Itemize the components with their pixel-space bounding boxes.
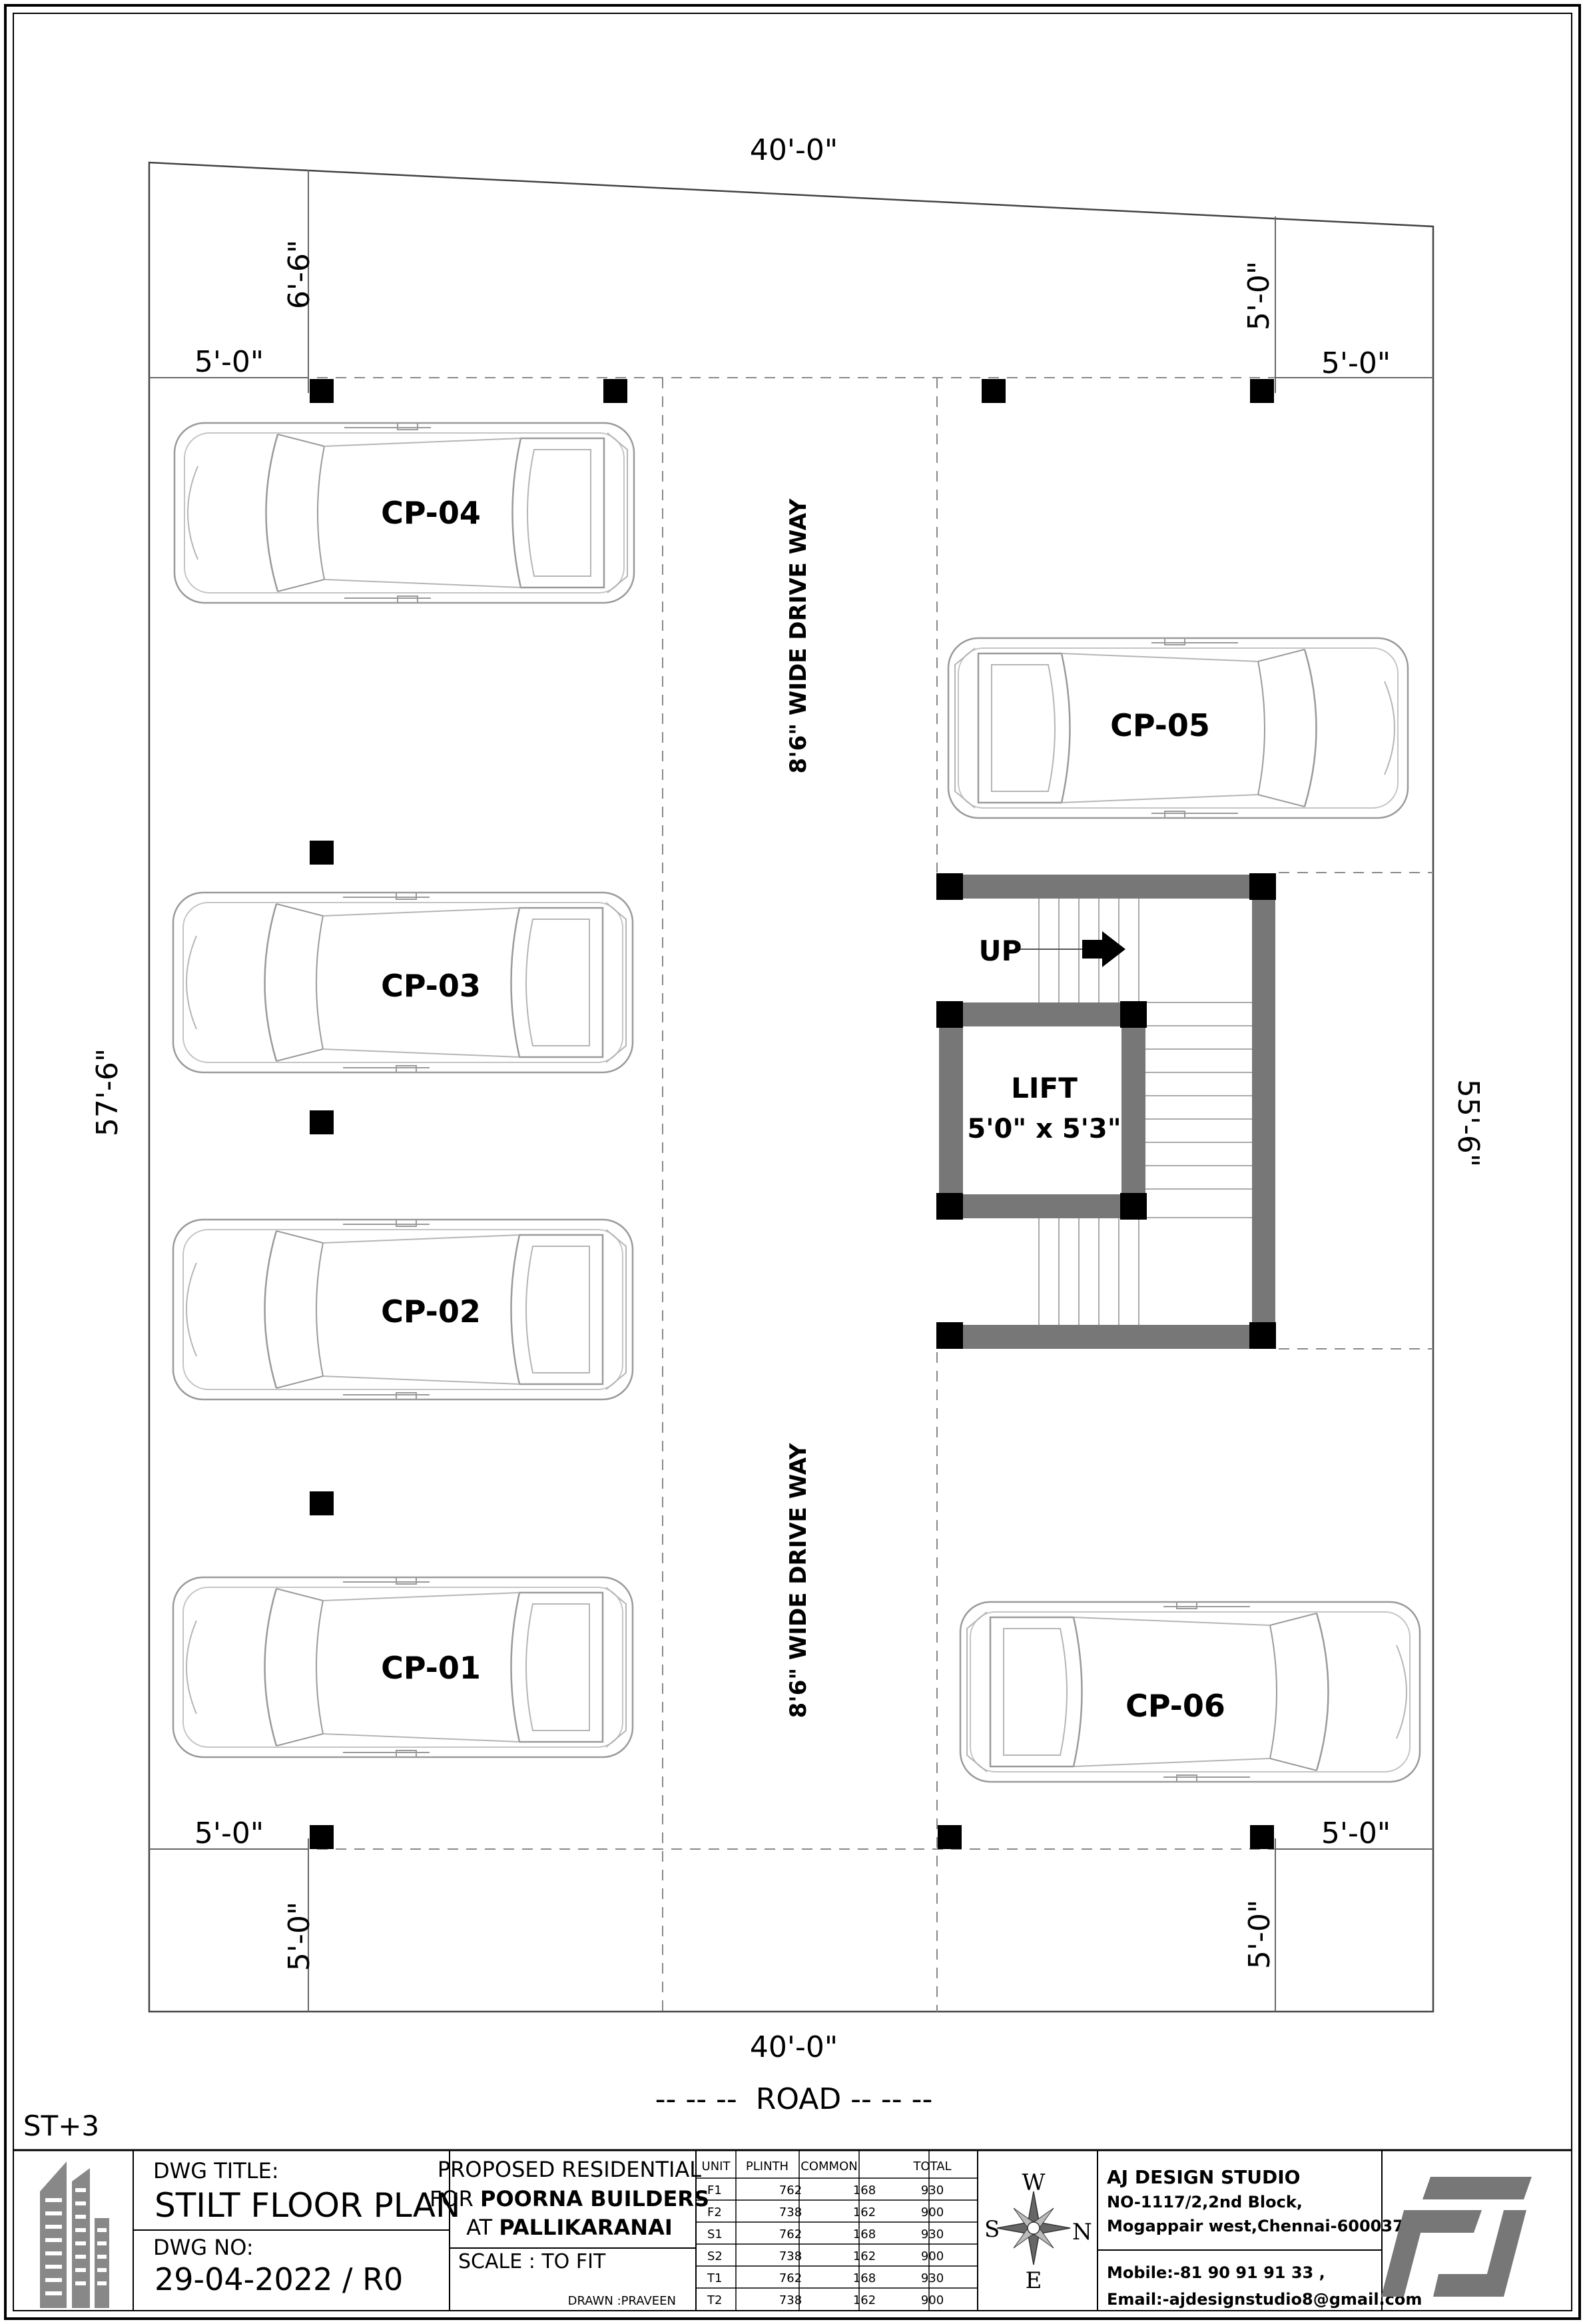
dim-right-bottom: 5'-0": [1321, 1816, 1391, 1850]
compass-n: N: [1072, 2219, 1092, 2245]
area-cell: S1: [707, 2227, 723, 2241]
project-line3: AT PALLIKARANAI: [466, 2215, 673, 2240]
compass-icon: [996, 2191, 1071, 2265]
area-cell: 168: [853, 2183, 876, 2197]
area-table: UNIT PLINTH COMMON TOTAL F1 762 168 930 …: [696, 2150, 978, 2311]
parking-label-cp01: CP-01: [381, 1650, 481, 1686]
compass-e: E: [1026, 2267, 1042, 2294]
lift-size-label: 5'0" x 5'3": [967, 1114, 1121, 1144]
project-client: POORNA BUILDERS: [480, 2186, 709, 2211]
stair-up-label: UP: [979, 935, 1022, 967]
compass-w: W: [1022, 2169, 1046, 2196]
area-cell: F2: [707, 2205, 722, 2219]
dwg-no-label: DWG NO:: [153, 2235, 254, 2260]
lift-label: LIFT: [1011, 1072, 1078, 1104]
parking-label-cp04: CP-04: [381, 495, 481, 531]
setback-lines: [149, 377, 1433, 2012]
area-cell: 930: [921, 2227, 944, 2241]
lift-shaft: [963, 1026, 1121, 1194]
dim-top-right-setback: 5'-0": [1242, 261, 1276, 330]
area-cell: 162: [853, 2249, 876, 2263]
area-table-header-plinth: PLINTH: [746, 2159, 789, 2173]
area-cell: 762: [779, 2227, 802, 2241]
inner-border: [13, 13, 1572, 2311]
dim-right-top: 5'-0": [1321, 346, 1391, 380]
area-cell: 762: [779, 2183, 802, 2197]
studio-email: Email:-ajdesignstudio8@gmail.com: [1107, 2290, 1422, 2309]
area-table-header-common: COMMON: [800, 2159, 857, 2173]
parking-label-cp05: CP-05: [1110, 707, 1210, 743]
area-cell: 900: [921, 2293, 944, 2307]
dim-bottom-width: 40'-0": [750, 2030, 838, 2064]
dim-top-left-setback: 6'-6": [282, 240, 316, 309]
project-line1: PROPOSED RESIDENTIAL: [438, 2157, 701, 2182]
title-block: DWG TITLE: STILT FLOOR PLAN DWG NO: 29-0…: [13, 2149, 1572, 2311]
area-cell: T1: [707, 2271, 722, 2285]
area-cell: 900: [921, 2205, 944, 2219]
project-location: PALLIKARANAI: [499, 2215, 672, 2240]
scale-label: SCALE : TO FIT: [458, 2250, 606, 2273]
dimension-lines: [149, 170, 1433, 2012]
studio-addr1: NO-1117/2,2nd Block,: [1107, 2193, 1303, 2211]
dim-left-depth: 57'-6": [91, 1048, 125, 1136]
outer-border: [4, 4, 1581, 2320]
area-cell: 738: [779, 2293, 802, 2307]
dim-left-top: 5'-0": [194, 345, 264, 379]
site-boundary: [148, 161, 1434, 2013]
area-table-header-total: TOTAL: [912, 2159, 951, 2173]
aj-design-studio-logo: [1381, 2177, 1532, 2297]
compass-s: S: [984, 2216, 1000, 2243]
dwg-title-label: DWG TITLE:: [153, 2158, 279, 2183]
driveway-label-top: 8'6" WIDE DRIVE WAY: [785, 498, 812, 773]
dim-bottom-left-setback: 5'-0": [282, 1902, 316, 1971]
dim-right-depth: 55'-6": [1451, 1079, 1485, 1167]
area-cell: 162: [853, 2293, 876, 2307]
area-cell: S2: [707, 2249, 723, 2263]
area-cell: F1: [707, 2183, 722, 2197]
parking-label-cp03: CP-03: [381, 968, 481, 1004]
columns: [310, 379, 1274, 1849]
parking-label-cp02: CP-02: [381, 1294, 481, 1330]
project-line2: FOR POORNA BUILDERS: [430, 2186, 709, 2211]
floors-label: ST+3: [23, 2110, 99, 2142]
dim-left-bottom: 5'-0": [194, 1816, 264, 1850]
dim-bottom-right-setback: 5'-0": [1243, 1900, 1277, 1969]
drawn-by: DRAWN :PRAVEEN: [568, 2294, 676, 2308]
area-cell: 168: [853, 2271, 876, 2285]
project-line3-prefix: AT: [466, 2215, 492, 2240]
studio-addr2: Mogappair west,Chennai-600037.: [1107, 2217, 1410, 2235]
dim-top-width: 40'-0": [750, 133, 838, 167]
dwg-no: 29-04-2022 / R0: [155, 2261, 403, 2297]
area-cell: 168: [853, 2227, 876, 2241]
area-cell: 738: [779, 2205, 802, 2219]
dwg-title: STILT FLOOR PLAN: [155, 2186, 460, 2225]
area-cell: 162: [853, 2205, 876, 2219]
driveway-label-bottom: 8'6" WIDE DRIVE WAY: [785, 1443, 812, 1718]
area-cell: 930: [921, 2271, 944, 2285]
area-cell: 900: [921, 2249, 944, 2263]
parking-label-cp06: CP-06: [1125, 1688, 1225, 1724]
area-cell: 762: [779, 2271, 802, 2285]
stair-up-arrow-icon: [1082, 931, 1125, 967]
project-line2-prefix: FOR: [430, 2186, 474, 2211]
studio-name: AJ DESIGN STUDIO: [1107, 2166, 1300, 2188]
studio-mobile: Mobile:-81 90 91 91 33 ,: [1107, 2263, 1325, 2282]
area-cell: 930: [921, 2183, 944, 2197]
area-table-header-unit: UNIT: [702, 2159, 731, 2173]
road-label: -- -- -- ROAD -- -- --: [655, 2082, 933, 2116]
staircase: [936, 873, 1276, 1349]
area-cell: T2: [707, 2293, 722, 2307]
building-logo-icon: [40, 2161, 109, 2308]
area-cell: 738: [779, 2249, 802, 2263]
